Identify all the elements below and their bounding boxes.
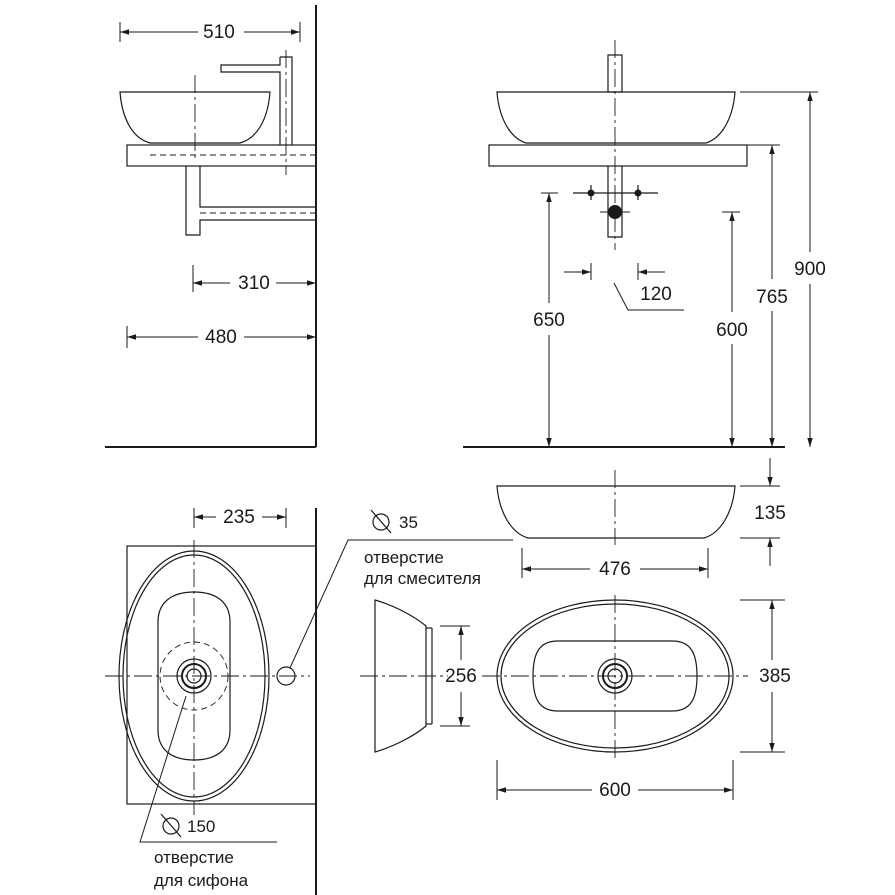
basin-side-profile <box>119 91 271 144</box>
dim-top-height: 765 <box>756 287 788 308</box>
dim-siphon-height: 650 <box>533 310 565 331</box>
front-view: 120 650 600 765 900 <box>463 40 826 448</box>
siphon-hole-label-1: отверстие <box>154 848 234 867</box>
mixer-hole-leader <box>289 539 513 669</box>
dim-plan-offset: 235 <box>223 507 255 528</box>
basin-front-profile <box>496 91 736 144</box>
siphon-front <box>607 166 623 238</box>
mixer-hole-diameter: 35 <box>399 513 418 532</box>
mixer-hole-label-2: для смесителя <box>364 569 481 588</box>
bowl-inner-basin <box>532 640 698 712</box>
dim-wall-to-mixer: 310 <box>238 273 270 294</box>
dim-total-height: 900 <box>794 259 826 280</box>
mount-bolt <box>634 189 642 197</box>
bowl-elevation: 135 476 <box>496 458 786 580</box>
plan-on-counter: 235 35 отверстие для смесителя 150 отвер… <box>105 507 513 895</box>
dim-mixer-spacing: 120 <box>640 284 672 305</box>
mount-bolt <box>587 189 595 197</box>
diameter-icon <box>372 513 390 531</box>
dim-counter-height: 600 <box>716 320 748 341</box>
mixer-hole-label-1: отверстие <box>364 548 444 567</box>
diameter-icon <box>162 817 180 835</box>
countertop-plan <box>126 545 317 805</box>
dim-wall-to-front: 480 <box>205 327 237 348</box>
dim-top-width: 510 <box>203 22 235 43</box>
mixer-tap-side <box>220 56 293 145</box>
dim-side-depth: 256 <box>445 666 477 687</box>
countertop-side <box>126 144 317 167</box>
dim-bowl-width: 476 <box>599 559 631 580</box>
dim-bowl-height: 135 <box>754 503 786 524</box>
siphon-hole-diameter: 150 <box>187 817 215 836</box>
countertop-front <box>488 144 748 167</box>
bowl-profile <box>496 485 736 539</box>
dim-plan-width: 600 <box>599 780 631 801</box>
bowl-top-plan: 385 600 <box>482 595 791 801</box>
dim-plan-depth: 385 <box>759 666 791 687</box>
side-view: 510 310 480 <box>105 5 317 448</box>
bowl-side-section <box>374 599 427 753</box>
siphon-hole-label-2: для сифона <box>154 871 249 890</box>
siphon-hole-leader <box>139 695 277 843</box>
siphon-side <box>185 166 316 236</box>
side-section: 256 <box>360 599 477 753</box>
